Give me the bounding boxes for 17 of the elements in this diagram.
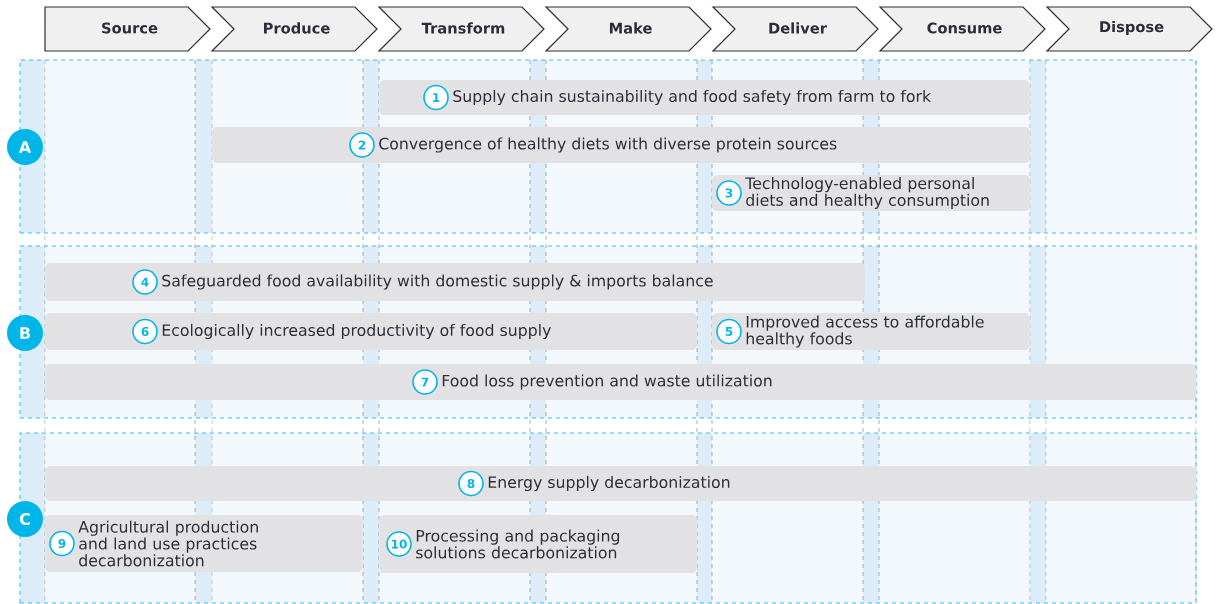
- bar: 3 Technology-enabled personal diets and healthy consumption: [712, 175, 1030, 211]
- chevron: Make: [544, 6, 712, 52]
- bar: 4 Safeguarded food availability with domestic supply & imports balance: [45, 263, 865, 301]
- bar: 8 Energy supply decarbonization: [45, 466, 1196, 501]
- bar: 6 Ecologically increased productivity of food supply: [45, 313, 697, 350]
- bar: 7 Food loss prevention and waste utilization: [45, 364, 1196, 400]
- chevron: Dispose: [1045, 6, 1213, 52]
- bar: 10 Processing and packaging solutions decarbonization: [379, 515, 697, 573]
- chevron: Consume: [878, 6, 1046, 52]
- bar: 1 Supply chain sustainability and food safety from farm to fork: [379, 80, 1030, 115]
- chevron: Source: [44, 6, 211, 52]
- bar: 5 Improved access to affordable healthy foods: [712, 313, 1030, 350]
- bar: 9 Agricultural production and land use practices decarbonization: [45, 515, 363, 572]
- bar: 2 Convergence of healthy diets with diverse protein sources: [212, 127, 1030, 163]
- chevron: Deliver: [711, 6, 879, 52]
- chevron: Transform: [377, 6, 545, 52]
- chevron: Produce: [210, 6, 378, 52]
